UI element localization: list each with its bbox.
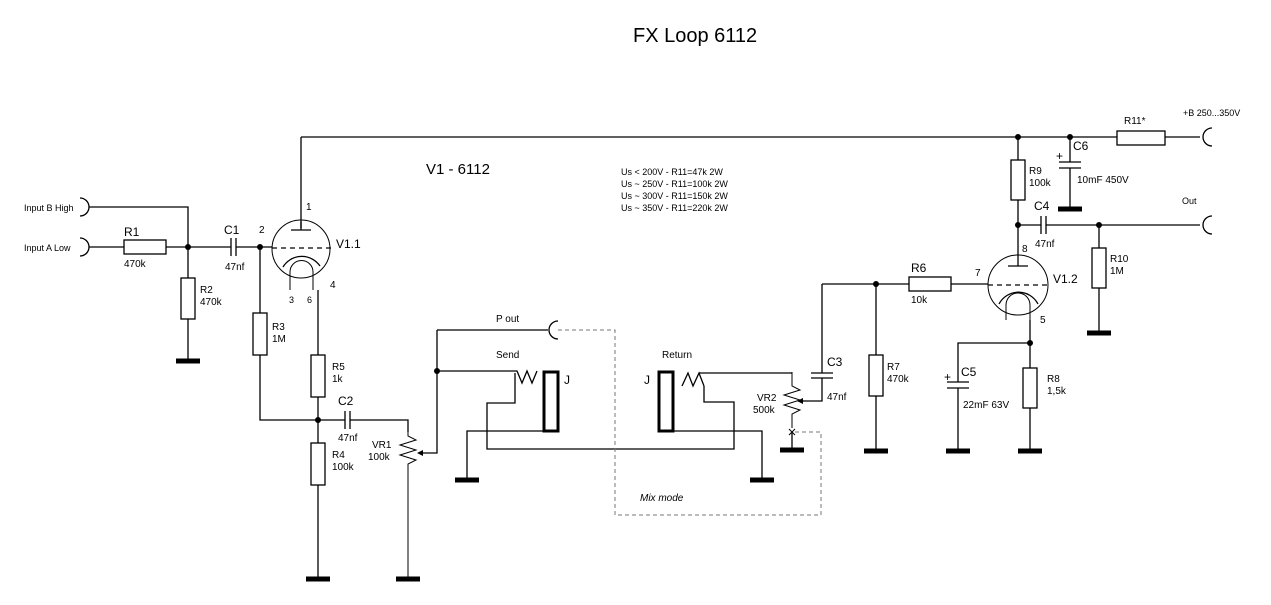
- svg-text:7: 7: [975, 268, 981, 279]
- svg-text:VR2: VR2: [757, 393, 777, 404]
- svg-text:47nf: 47nf: [1035, 239, 1055, 250]
- svg-text:Send: Send: [496, 350, 519, 361]
- svg-text:22mF 63V: 22mF 63V: [963, 400, 1009, 411]
- svg-text:10k: 10k: [911, 295, 928, 306]
- svg-text:R5: R5: [332, 362, 345, 373]
- svg-text:100k: 100k: [1029, 178, 1052, 189]
- svg-text:1: 1: [306, 202, 312, 213]
- svg-text:470k: 470k: [124, 259, 147, 270]
- svg-text:1M: 1M: [272, 334, 286, 345]
- svg-text:R9: R9: [1029, 166, 1042, 177]
- resistor-r2: R2 470k: [176, 247, 223, 364]
- capacitor-c5: + C5 22mF 63V: [944, 342, 1030, 454]
- vr1-wiper-wire: [420, 330, 438, 454]
- r11-label: R11*: [1124, 116, 1146, 127]
- svg-text:R3: R3: [272, 322, 285, 333]
- svg-text:6: 6: [307, 295, 312, 305]
- svg-text:C5: C5: [961, 365, 977, 379]
- svg-text:1k: 1k: [332, 374, 344, 385]
- tube-type-label: V1 - 6112: [426, 161, 490, 178]
- svg-text:V1.1: V1.1: [336, 237, 361, 251]
- svg-text:C6: C6: [1073, 139, 1089, 153]
- input-b-high[interactable]: Input B High: [24, 197, 189, 246]
- schematic-title: FX Loop 6112: [633, 25, 757, 47]
- resistor-r3: R3 1M: [252, 247, 318, 421]
- svg-text:47nf: 47nf: [225, 262, 245, 273]
- return-jack[interactable]: Return J: [486, 350, 792, 483]
- svg-text:47nf: 47nf: [338, 433, 358, 444]
- svg-text:V1.2: V1.2: [1053, 272, 1078, 286]
- svg-text:VR1: VR1: [372, 440, 392, 451]
- svg-text:R7: R7: [887, 362, 900, 373]
- svg-text:3: 3: [289, 295, 294, 305]
- resistor-r7: R7 470k: [864, 284, 910, 454]
- resistor-r1: R1 470k: [89, 225, 231, 270]
- svg-text:47nf: 47nf: [827, 392, 847, 403]
- svg-text:4: 4: [330, 280, 336, 291]
- r11-row: Us < 200V - R11=47k 2W: [621, 167, 723, 177]
- capacitor-c1: C1 47nf: [224, 223, 272, 273]
- svg-text:C1: C1: [224, 223, 240, 237]
- svg-text:+: +: [1056, 149, 1063, 163]
- supply-label: +B 250...350V: [1183, 108, 1240, 118]
- potentiometer-vr2: VR2 500k: [753, 372, 806, 453]
- capacitor-c4: C4 47nf: [1018, 199, 1200, 250]
- capacitor-c3: C3 47nf: [806, 284, 847, 403]
- svg-text:R4: R4: [332, 450, 345, 461]
- svg-text:J: J: [564, 373, 570, 387]
- r11-table: Us < 200V - R11=47k 2W Us ~ 250V - R11=1…: [621, 167, 728, 213]
- output-jack-icon: [1202, 215, 1213, 235]
- svg-text:J: J: [644, 373, 650, 387]
- svg-text:1,5k: 1,5k: [1047, 386, 1067, 397]
- svg-text:470k: 470k: [887, 374, 910, 385]
- p-out-jack[interactable]: P out: [437, 314, 559, 340]
- potentiometer-vr1: VR1 100k: [368, 432, 423, 582]
- svg-text:R8: R8: [1047, 374, 1060, 385]
- r11-row: Us ~ 250V - R11=100k 2W: [621, 179, 728, 189]
- svg-text:10mF 450V: 10mF 450V: [1077, 175, 1129, 186]
- svg-text:R1: R1: [124, 225, 140, 239]
- svg-text:C4: C4: [1034, 199, 1050, 213]
- svg-text:100k: 100k: [368, 452, 391, 463]
- capacitor-c6: + C6 10mF 450V: [1056, 137, 1129, 212]
- svg-text:C3: C3: [827, 355, 843, 369]
- tube-v1-1: 1 2 3 6 4 V1.1: [259, 202, 361, 305]
- svg-text:C2: C2: [338, 394, 354, 408]
- svg-text:R6: R6: [911, 261, 927, 275]
- tube-v1-2: 8 7 5 V1.2: [975, 244, 1078, 326]
- resistor-r10: R10 1M: [1087, 225, 1129, 336]
- svg-text:R10: R10: [1110, 254, 1129, 265]
- resistor-r4: R4 100k: [306, 442, 355, 582]
- mix-mode-boundary: [558, 329, 822, 516]
- supply-jack-icon: [1202, 127, 1213, 147]
- svg-text:R2: R2: [200, 285, 213, 296]
- resistor-r5: R5 1k: [310, 290, 345, 442]
- resistor-r9: R9 100k: [1010, 137, 1052, 258]
- svg-text:8: 8: [1022, 244, 1028, 255]
- svg-text:1M: 1M: [1110, 266, 1124, 277]
- svg-text:500k: 500k: [753, 405, 776, 416]
- svg-text:100k: 100k: [332, 462, 355, 473]
- send-jack[interactable]: Send J: [437, 350, 570, 483]
- resistor-r8: R8 1,5k: [1018, 367, 1067, 454]
- svg-text:5: 5: [1040, 315, 1046, 326]
- mix-mode-label: Mix mode: [640, 493, 684, 504]
- r11-row: Us ~ 300V - R11=150k 2W: [621, 191, 728, 201]
- input-a-low[interactable]: Input A Low: [24, 237, 90, 257]
- resistor-r6: R6 10k: [822, 261, 988, 306]
- svg-text:Input A Low: Input A Low: [24, 243, 71, 253]
- svg-text:Input B High: Input B High: [24, 203, 74, 213]
- svg-text:2: 2: [259, 225, 265, 236]
- svg-text:470k: 470k: [200, 297, 223, 308]
- svg-text:Return: Return: [662, 350, 692, 361]
- svg-text:P out: P out: [496, 314, 519, 325]
- output-label: Out: [1182, 196, 1197, 206]
- svg-text:+: +: [944, 370, 951, 384]
- r11-row: Us ~ 350V - R11=220k 2W: [621, 203, 728, 213]
- capacitor-c2: C2 47nf: [318, 394, 409, 444]
- resistor-r11: [1116, 130, 1166, 146]
